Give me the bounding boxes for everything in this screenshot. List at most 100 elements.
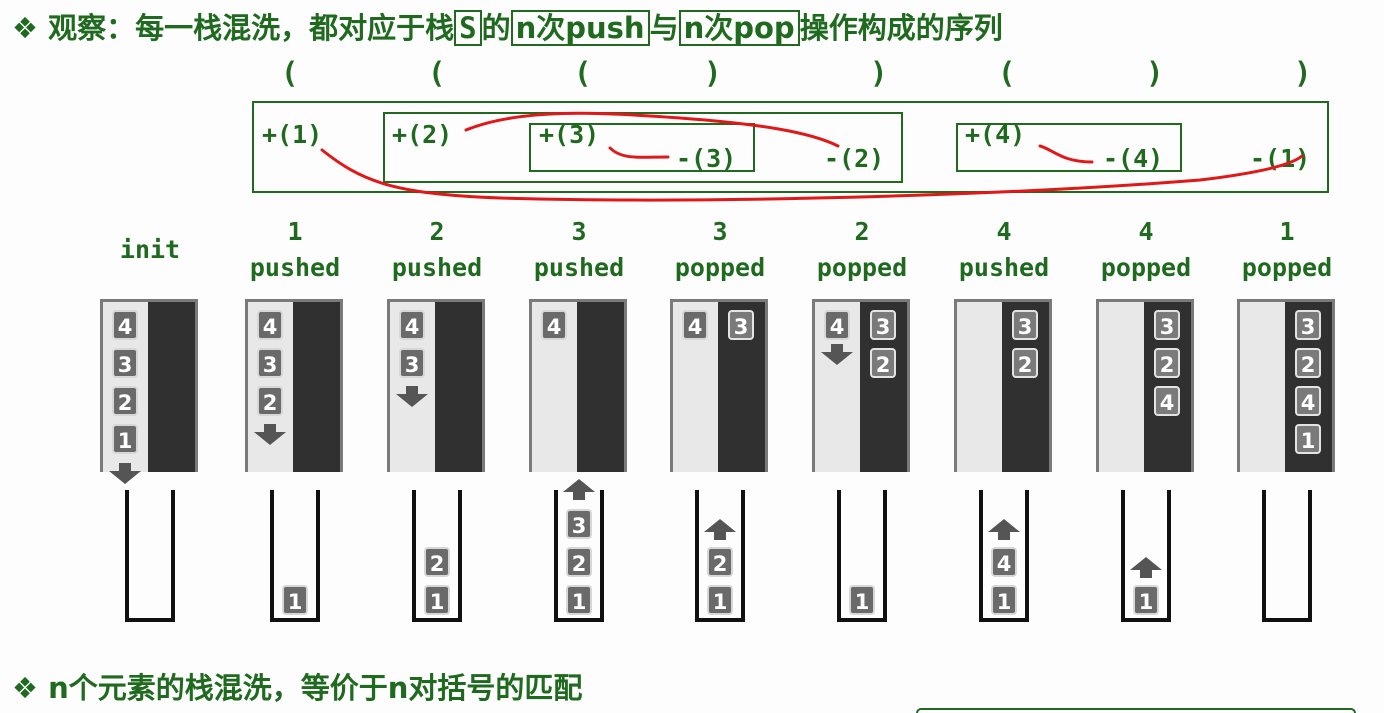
stack [979, 490, 1029, 622]
output-item: 3 [728, 310, 754, 340]
paren-8: ) [1294, 56, 1312, 90]
step-number: 2 [854, 217, 870, 246]
stack-item: 2 [566, 547, 592, 577]
step-number: 1 [287, 217, 303, 246]
op-push2: +(2) [392, 120, 453, 149]
stack [270, 490, 320, 622]
stack-item: 1 [991, 585, 1017, 615]
title-part3: 与 [649, 11, 679, 45]
match-curve-4 [1038, 144, 1094, 164]
paren-1: ( [281, 56, 299, 90]
step-action: pushed [391, 253, 483, 282]
source-panel [957, 302, 1002, 472]
bottom-text: n个元素的栈混洗，等价于n对括号的匹配 [48, 671, 583, 705]
step-number: 3 [571, 217, 587, 246]
paren-4: ) [704, 56, 722, 90]
source-item: 2 [112, 386, 138, 416]
stack [695, 490, 745, 622]
source-item: 4 [399, 310, 425, 340]
title-part1: 观察：每一栈混洗，都对应于栈 [48, 11, 455, 45]
source-item: 3 [399, 348, 425, 378]
partial-box [916, 708, 1356, 713]
stack-item: 2 [424, 547, 450, 577]
stack-item: 3 [566, 509, 592, 539]
bullet-icon: ❖ [12, 671, 38, 705]
step-action: pushed [533, 253, 625, 282]
step-action: pushed [958, 253, 1050, 282]
arrow-down-icon [254, 424, 286, 445]
output-item: 2 [1012, 348, 1038, 378]
arrow-down-icon [396, 386, 428, 407]
step-number: 2 [429, 217, 445, 246]
op-push1: +(1) [262, 120, 323, 149]
stack-item: 1 [424, 585, 450, 615]
output-item: 3 [870, 310, 896, 340]
sequence-box-2 [383, 112, 903, 183]
output-item: 2 [1154, 348, 1180, 378]
op-push3: +(3) [539, 120, 600, 149]
step-number: 4 [996, 217, 1012, 246]
stack [412, 490, 462, 622]
output-item: 2 [870, 348, 896, 378]
paren-7: ) [1146, 56, 1164, 90]
bullet-icon: ❖ [12, 11, 38, 45]
output-item: 4 [1295, 386, 1321, 416]
stack-item: 4 [991, 547, 1017, 577]
step-number: 1 [1279, 217, 1295, 246]
source-item: 3 [257, 348, 283, 378]
stack-item: 2 [707, 547, 733, 577]
op-push4: +(4) [965, 120, 1026, 149]
source-panel [1099, 302, 1144, 472]
stack-item: 1 [282, 585, 308, 615]
title-box-s: S [454, 10, 482, 46]
source-item: 4 [257, 310, 283, 340]
match-curve-3 [608, 146, 670, 159]
step-action: popped [816, 253, 908, 282]
output-item: 3 [1295, 310, 1321, 340]
source-panel [1240, 302, 1285, 472]
stack-item: 1 [849, 585, 875, 615]
output-item: 3 [1012, 310, 1038, 340]
output-item: 4 [1154, 386, 1180, 416]
source-item: 3 [112, 348, 138, 378]
paren-2: ( [428, 56, 446, 90]
paren-6: ( [998, 56, 1016, 90]
source-item: 4 [824, 310, 850, 340]
source-item: 2 [257, 386, 283, 416]
sequence-box-outer [252, 101, 1329, 193]
title-part4: 操作构成的序列 [799, 11, 1003, 45]
source-item: 1 [112, 424, 138, 454]
step-number: 3 [712, 217, 728, 246]
paren-5: ) [870, 56, 888, 90]
op-pop4: -(4) [1103, 144, 1164, 173]
source-item: 4 [112, 310, 138, 340]
stack-item: 1 [566, 585, 592, 615]
output-item: 3 [1154, 310, 1180, 340]
arrow-up-icon [1130, 557, 1162, 578]
source-item: 4 [682, 310, 708, 340]
stack [1121, 490, 1171, 622]
title-part2: 的 [481, 11, 511, 45]
arrow-up-icon [704, 519, 736, 540]
step-action: popped [1100, 253, 1192, 282]
step-number: 4 [1138, 217, 1154, 246]
step-action: init [119, 235, 181, 264]
arrow-up-icon [988, 519, 1020, 540]
step-action: pushed [249, 253, 341, 282]
arrow-down-icon [109, 463, 141, 484]
stack [837, 490, 887, 622]
stack [125, 490, 175, 622]
sequence-box-3 [529, 123, 755, 172]
step-action: popped [674, 253, 766, 282]
paren-3: ( [574, 56, 592, 90]
op-pop3: -(3) [676, 144, 737, 173]
stack-item: 1 [1133, 585, 1159, 615]
source-item: 4 [541, 310, 567, 340]
title-box-pop: n次pop [678, 10, 800, 46]
output-item: 1 [1295, 424, 1321, 454]
arrow-up-icon [563, 479, 595, 500]
arrow-down-icon [821, 344, 853, 365]
stack-item: 1 [707, 585, 733, 615]
